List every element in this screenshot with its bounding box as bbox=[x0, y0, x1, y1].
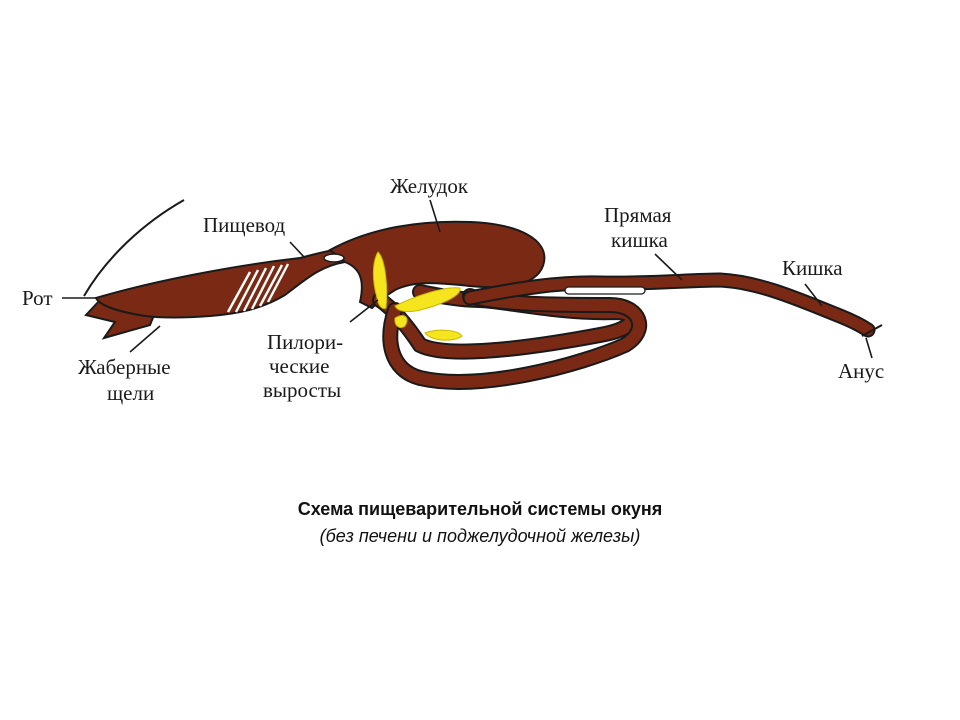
leader-stomach bbox=[429, 199, 441, 233]
label-pyloric-3: выросты bbox=[263, 378, 341, 402]
leader-rectum bbox=[654, 253, 683, 281]
gill-striations bbox=[226, 263, 290, 313]
label-pyloric-1: Пилори- bbox=[267, 330, 343, 354]
leader-gill-slits bbox=[129, 325, 161, 353]
leader-esophagus bbox=[289, 241, 306, 259]
rectum-lumen bbox=[564, 286, 646, 295]
head-outline bbox=[83, 199, 185, 297]
label-mouth: Рот bbox=[22, 286, 53, 310]
label-gill-slits-1: Жаберные bbox=[78, 355, 171, 379]
intestine-outer-loop-fill bbox=[384, 290, 646, 388]
intestine-upper-limb-fill bbox=[464, 274, 874, 336]
leader-anus bbox=[865, 337, 873, 359]
leader-intestine bbox=[804, 283, 823, 307]
label-rectum-2: кишка bbox=[611, 228, 668, 252]
pyloric-appendages bbox=[372, 251, 463, 341]
caption-title: Схема пищеварительной системы окуня bbox=[297, 499, 663, 519]
anus-mark bbox=[861, 324, 883, 337]
label-pyloric-2: ческие bbox=[269, 354, 330, 378]
caption-subtitle: (без печени и поджелудочной железы) bbox=[319, 526, 641, 546]
label-intestine: Кишка bbox=[782, 256, 843, 280]
leader-pyloric bbox=[349, 299, 379, 323]
label-esophagus: Пищевод bbox=[203, 213, 286, 237]
label-stomach: Желудок bbox=[390, 174, 469, 198]
label-rectum-1: Прямая bbox=[604, 203, 672, 227]
pharynx-esophagus bbox=[94, 246, 346, 319]
esophagus-lumen bbox=[323, 253, 345, 263]
label-gill-slits-2: щели bbox=[107, 381, 154, 405]
label-anus: Анус bbox=[838, 359, 884, 383]
